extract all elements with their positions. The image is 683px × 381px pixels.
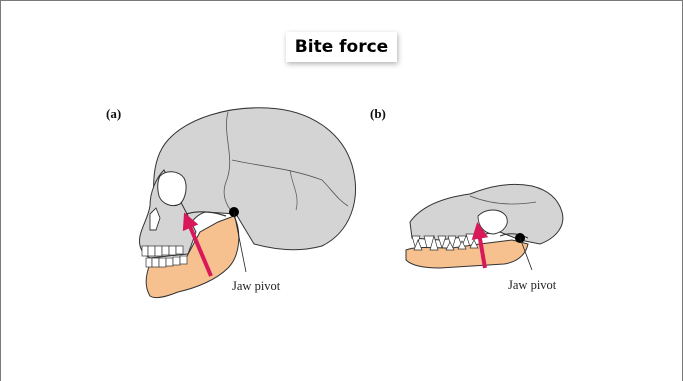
human-skull-illustration: Jaw pivot — [139, 108, 355, 298]
dog-jaw-pivot-label: Jaw pivot — [508, 278, 557, 292]
dog-mandible — [406, 240, 528, 268]
dog-skull-illustration: Jaw pivot — [406, 184, 563, 292]
human-jaw-pivot-label: Jaw pivot — [232, 279, 281, 293]
human-eye-orbit — [158, 172, 186, 206]
